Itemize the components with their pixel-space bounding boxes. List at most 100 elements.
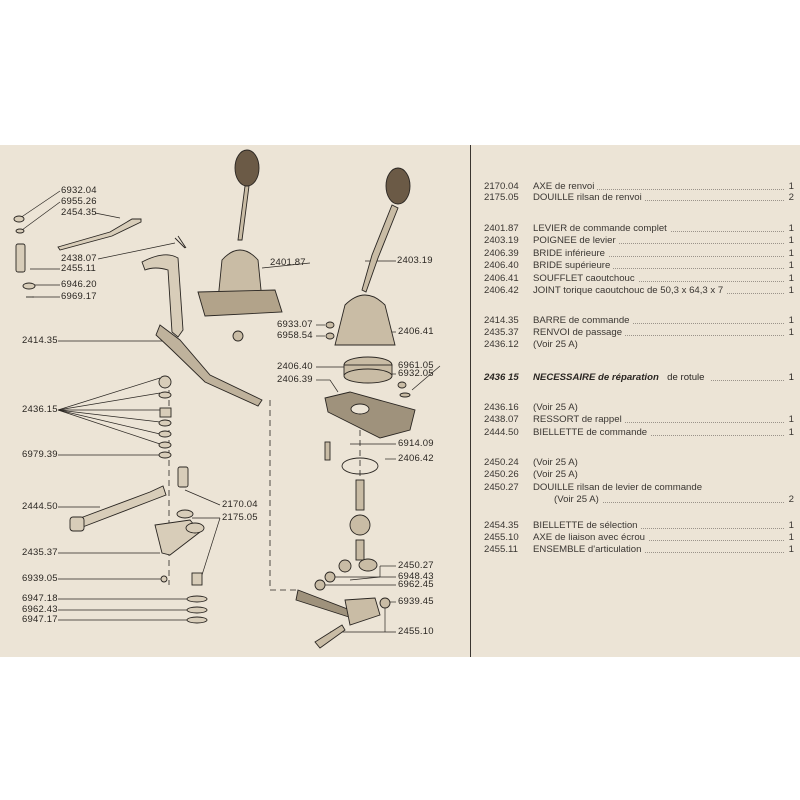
part-label: 2406.42 bbox=[398, 453, 434, 464]
part-qty: 1 bbox=[785, 520, 794, 531]
part-label: 2170.04 bbox=[222, 499, 258, 510]
part-label: 6979.39 bbox=[22, 449, 58, 460]
part-code: 2454.35 bbox=[484, 520, 519, 531]
part-qty: 1 bbox=[785, 273, 794, 284]
lever-assembly bbox=[197, 149, 416, 649]
part-label: 2455.11 bbox=[61, 263, 97, 274]
part-code: 2455.10 bbox=[484, 532, 519, 543]
part-code: 2444.50 bbox=[484, 427, 519, 438]
part-qty: 1 bbox=[785, 235, 794, 246]
part-label: 2444.50 bbox=[22, 501, 58, 512]
part-label: 2438.07 bbox=[61, 253, 97, 264]
part-label: 2401.87 bbox=[270, 257, 306, 268]
part-code: 2450.24 bbox=[484, 457, 519, 468]
part-name: (Voir 25 A) bbox=[554, 494, 602, 505]
part-name: (Voir 25 A) bbox=[533, 339, 581, 350]
part-label: 2406.39 bbox=[277, 374, 313, 385]
part-qty: 1 bbox=[785, 248, 794, 259]
part-name: BIELLETTE de sélection bbox=[533, 520, 641, 531]
part-label: 6962.45 bbox=[398, 579, 434, 590]
part-qty: 2 bbox=[785, 494, 794, 505]
part-code: 2436 15 bbox=[484, 372, 519, 383]
part-name: RESSORT de rappel bbox=[533, 414, 625, 425]
part-label: 2435.37 bbox=[22, 547, 58, 558]
part-label: 2414.35 bbox=[22, 335, 58, 346]
part-qty: 1 bbox=[785, 327, 794, 338]
part-label: 6933.07 bbox=[277, 319, 313, 330]
part-code: 2438.07 bbox=[484, 414, 519, 425]
part-name: AXE de renvoi bbox=[533, 181, 598, 192]
part-qty: 1 bbox=[785, 223, 794, 234]
part-label: 6962.43 bbox=[22, 604, 58, 615]
part-code: 2406.41 bbox=[484, 273, 519, 284]
part-code: 2406.42 bbox=[484, 285, 519, 296]
part-qty: 1 bbox=[785, 544, 794, 555]
part-name: DOUILLE rilsan de levier de commande bbox=[533, 482, 706, 493]
part-label: 2450.27 bbox=[398, 560, 434, 571]
part-label: 6948.43 bbox=[398, 571, 434, 582]
leader-lines bbox=[19, 190, 441, 633]
part-qty: 1 bbox=[785, 427, 794, 438]
part-code: 2175.05 bbox=[484, 192, 519, 203]
part-label: 6939.05 bbox=[22, 573, 58, 584]
part-name: BIELLETTE de commande bbox=[533, 427, 651, 438]
part-label: 6955.26 bbox=[61, 196, 97, 207]
selector-parts bbox=[13, 215, 263, 624]
part-name: (Voir 25 A) bbox=[533, 402, 581, 413]
part-label: 2406.40 bbox=[277, 361, 313, 372]
part-name: LEVIER de commande complet bbox=[533, 223, 670, 234]
part-label: 6914.09 bbox=[398, 438, 434, 449]
part-qty: 1 bbox=[785, 260, 794, 271]
part-name: DOUILLE rilsan de renvoi bbox=[533, 192, 645, 203]
part-name: BRIDE supérieure bbox=[533, 260, 614, 271]
part-code: 2414.35 bbox=[484, 315, 519, 326]
part-name: (Voir 25 A) bbox=[533, 457, 581, 468]
part-name: BRIDE inférieure bbox=[533, 248, 608, 259]
part-name: SOUFFLET caoutchouc bbox=[533, 273, 638, 284]
part-name: (Voir 25 A) bbox=[533, 469, 581, 480]
part-code: 2450.26 bbox=[484, 469, 519, 480]
part-label: 6947.17 bbox=[22, 614, 58, 625]
part-qty: 1 bbox=[785, 414, 794, 425]
part-code: 2401.87 bbox=[484, 223, 519, 234]
part-name: ENSEMBLE d'articulation bbox=[533, 544, 645, 555]
part-name: AXE de liaison avec écrou bbox=[533, 532, 648, 543]
part-name: BARRE de commande bbox=[533, 315, 633, 326]
part-label: 6932.04 bbox=[61, 185, 97, 196]
part-label: 6932.05 bbox=[398, 368, 434, 379]
part-label: 6939.45 bbox=[398, 596, 434, 607]
part-label: 2454.35 bbox=[61, 207, 97, 218]
part-code: 2403.19 bbox=[484, 235, 519, 246]
part-label: 6961.05 bbox=[398, 360, 434, 371]
part-label: 2406.41 bbox=[398, 326, 434, 337]
part-label: 6958.54 bbox=[277, 330, 313, 341]
part-qty: 1 bbox=[785, 285, 794, 296]
part-code: 2435.37 bbox=[484, 327, 519, 338]
part-label: 2175.05 bbox=[222, 512, 258, 523]
part-label: 2455.10 bbox=[398, 626, 434, 637]
part-label: 2403.19 bbox=[397, 255, 433, 266]
part-name-suffix: de rotule bbox=[667, 372, 708, 383]
part-code: 2170.04 bbox=[484, 181, 519, 192]
part-code: 2436.16 bbox=[484, 402, 519, 413]
part-label: 6946.20 bbox=[61, 279, 97, 290]
part-qty: 2 bbox=[785, 192, 794, 203]
part-code: 2406.40 bbox=[484, 260, 519, 271]
part-label: 2436.15 bbox=[22, 404, 58, 415]
part-label: 6947.18 bbox=[22, 593, 58, 604]
part-code: 2406.39 bbox=[484, 248, 519, 259]
part-qty: 1 bbox=[785, 315, 794, 326]
part-qty: 1 bbox=[785, 372, 794, 383]
part-name: RENVOI de passage bbox=[533, 327, 626, 338]
column-divider bbox=[470, 145, 471, 657]
exploded-diagram bbox=[13, 149, 441, 649]
part-name: POIGNEE de levier bbox=[533, 235, 619, 246]
part-name: JOINT torique caoutchouc de 50,3 x 64,3 … bbox=[533, 285, 727, 296]
part-code: 2436.12 bbox=[484, 339, 519, 350]
part-label: 6969.17 bbox=[61, 291, 97, 302]
part-qty: 1 bbox=[785, 181, 794, 192]
part-code: 2450.27 bbox=[484, 482, 519, 493]
part-name: NECESSAIRE de réparation bbox=[533, 372, 662, 383]
part-code: 2455.11 bbox=[484, 544, 518, 555]
part-qty: 1 bbox=[785, 532, 794, 543]
